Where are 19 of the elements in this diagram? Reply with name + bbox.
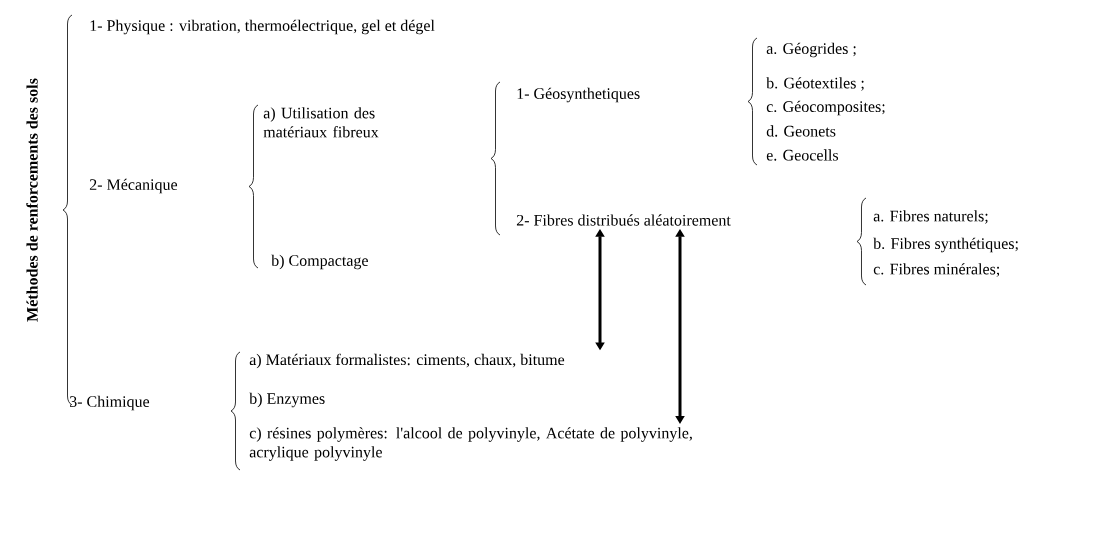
list-item: d. Geonets (766, 125, 836, 137)
list-item: 2- Mécanique (89, 178, 178, 194)
list-item: e. Geocells (766, 149, 839, 161)
list-item: b) Compactage (271, 254, 368, 270)
list-item: a. Fibres naturels; (873, 210, 988, 224)
list-item: b. Géotextiles ; (766, 77, 864, 91)
list-item: c. Géocomposites; (766, 100, 885, 116)
list-item: 1- Physique : vibration, thermoélectrique, gel et dégel (90, 19, 435, 35)
list-item: 2- Fibres distribués aléatoirement (516, 214, 731, 226)
list-item: a. Géogrides ; (766, 42, 856, 58)
list-item: b) Enzymes (249, 392, 325, 408)
list-item: 3- Chimique (70, 395, 150, 411)
list-item: b. Fibres synthétiques; (873, 237, 1018, 253)
list-item: 1- Géosynthetiques (517, 87, 640, 103)
list-item: a) Utilisation des matériaux fibreux (263, 107, 379, 138)
list-item: a) Matériaux formalistes: ciments, chaux, bitume (249, 353, 565, 369)
list-item: c. Fibres minérales; (873, 263, 1000, 277)
title: Méthodes de renforcements des sols (26, 78, 38, 322)
list-item: c) résines polymères: l'alcool de polyvinyle, Acétate de polyvinyle, acrylique polyvinyle (249, 427, 692, 461)
